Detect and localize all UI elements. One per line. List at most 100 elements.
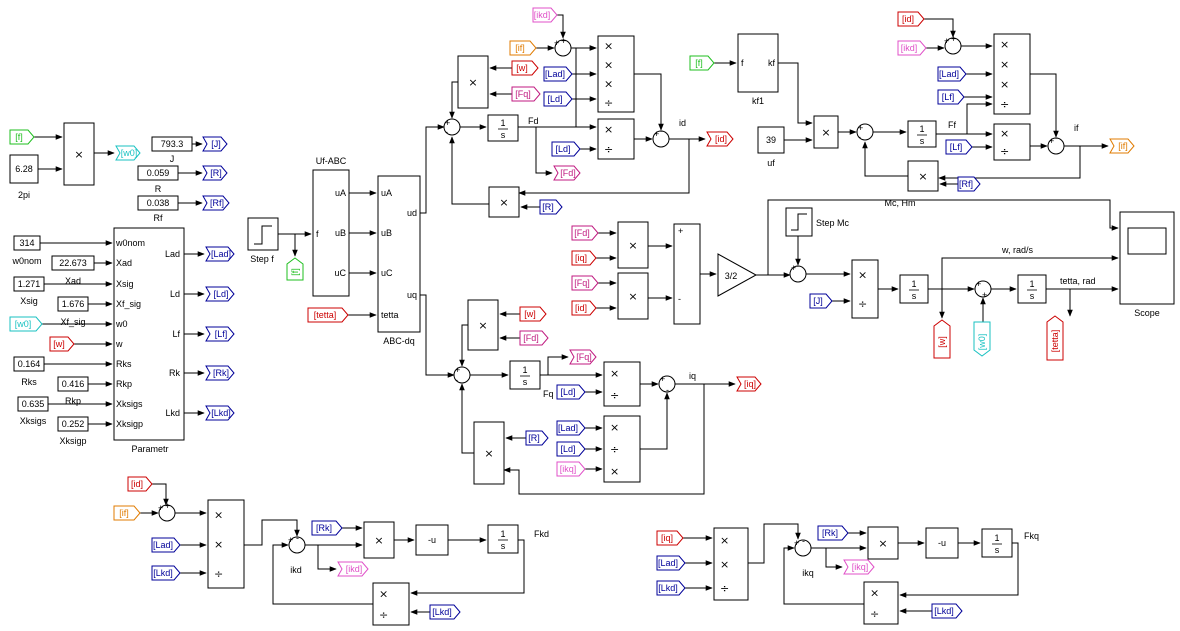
param-constant[interactable] <box>57 416 89 432</box>
product-Lad-Fd[interactable] <box>597 35 635 113</box>
from-Ld[interactable] <box>551 141 581 157</box>
param-constant[interactable] <box>13 276 45 292</box>
from-Rf[interactable] <box>957 176 981 192</box>
goto-param[interactable] <box>205 405 235 421</box>
from-Lad[interactable] <box>656 555 686 571</box>
product-iq-R[interactable] <box>473 421 505 485</box>
from-f[interactable] <box>689 55 715 71</box>
param-constant[interactable] <box>51 255 95 271</box>
sum-iq[interactable] <box>658 375 676 393</box>
from-ikd[interactable] <box>532 7 558 23</box>
integrator-Fkq[interactable] <box>981 528 1013 558</box>
sum-if[interactable] <box>1047 137 1065 155</box>
from-Lkd[interactable] <box>931 603 963 619</box>
from-iq[interactable] <box>656 530 684 546</box>
from-ikd[interactable] <box>897 40 927 56</box>
goto-tetta[interactable] <box>1046 315 1064 361</box>
sum-uf[interactable] <box>856 123 874 141</box>
product-if-Rf[interactable] <box>907 160 939 192</box>
sum-id-ikd[interactable] <box>944 37 962 55</box>
from-Fq[interactable] <box>571 275 599 291</box>
sum-ud[interactable] <box>443 118 461 136</box>
from-w0[interactable] <box>973 321 991 357</box>
sum-uq[interactable] <box>453 366 471 384</box>
from-Lad[interactable] <box>937 66 967 82</box>
from-f[interactable] <box>9 129 35 145</box>
product-Lad-ikq[interactable] <box>603 415 641 483</box>
const-R[interactable] <box>137 165 179 181</box>
goto-Fq[interactable] <box>569 349 597 365</box>
product-kf-uf[interactable] <box>813 115 839 149</box>
from-R[interactable] <box>525 430 549 446</box>
integrator-Fd[interactable] <box>487 114 519 142</box>
from-id[interactable] <box>897 11 925 27</box>
param-constant[interactable] <box>17 396 49 412</box>
goto-ikq[interactable] <box>843 559 875 575</box>
step-mc-block[interactable] <box>785 207 813 237</box>
from-R[interactable] <box>539 199 563 215</box>
product-Fd-iq[interactable] <box>617 221 649 269</box>
from-w[interactable] <box>511 60 539 76</box>
product-Fq-id[interactable] <box>617 272 649 320</box>
sum-id-if[interactable] <box>158 504 176 522</box>
goto-if[interactable] <box>1109 138 1135 154</box>
from-ikq[interactable] <box>556 461 586 477</box>
product-w-Fq[interactable] <box>457 55 489 109</box>
from-Ld[interactable] <box>556 384 586 400</box>
integrator-tetta[interactable] <box>1017 274 1047 304</box>
from-Ld[interactable] <box>556 441 586 457</box>
goto-param[interactable] <box>205 246 235 262</box>
product-2pi-f[interactable] <box>63 122 95 186</box>
from-if[interactable] <box>509 40 537 56</box>
integrator-Fkd[interactable] <box>487 524 519 554</box>
goto-iq[interactable] <box>736 376 762 392</box>
from-w[interactable] <box>519 306 547 322</box>
goto-param[interactable] <box>205 286 235 302</box>
from-Fd[interactable] <box>571 225 599 241</box>
from-id[interactable] <box>127 476 153 492</box>
from-w[interactable] <box>49 336 75 352</box>
from-Ld[interactable] <box>543 91 573 107</box>
param-constant[interactable] <box>13 356 45 372</box>
abc-dq-block[interactable] <box>377 175 421 333</box>
product-ikd-Rk[interactable] <box>363 521 395 559</box>
from-Fd[interactable] <box>519 330 549 346</box>
integrator-Ff[interactable] <box>907 120 937 148</box>
goto-param[interactable] <box>205 365 235 381</box>
from-id[interactable] <box>571 300 597 316</box>
from-Fq[interactable] <box>511 86 541 102</box>
param-constant[interactable] <box>57 296 89 312</box>
from-Rk[interactable] <box>311 520 343 536</box>
const-Rf[interactable] <box>137 195 179 211</box>
product-id-R[interactable] <box>488 186 520 218</box>
sum-torque-block[interactable] <box>673 223 701 325</box>
goto-J[interactable] <box>202 136 228 152</box>
product-Ff-Lf[interactable] <box>993 123 1031 161</box>
from-Lad[interactable] <box>556 420 586 436</box>
product-Fd-Ld[interactable] <box>597 118 635 160</box>
from-Lad[interactable] <box>151 537 181 553</box>
integrator-Fq[interactable] <box>509 360 541 390</box>
integrator-w[interactable] <box>899 274 929 304</box>
param-constant[interactable] <box>13 235 41 251</box>
from-Lf[interactable] <box>945 139 973 155</box>
goto-ikd[interactable] <box>337 561 369 577</box>
from-J[interactable] <box>809 293 833 309</box>
kf1-block[interactable] <box>737 33 779 93</box>
step-f-block[interactable] <box>247 217 279 251</box>
from-tetta[interactable] <box>307 307 349 323</box>
from-w0[interactable] <box>9 316 43 332</box>
goto-Fd[interactable] <box>553 165 581 181</box>
from-if[interactable] <box>113 505 141 521</box>
product-Fkd-Lkd[interactable] <box>372 582 410 626</box>
goto-f-step[interactable] <box>286 257 304 281</box>
goto-w[interactable] <box>933 319 951 359</box>
from-Rk[interactable] <box>817 525 849 541</box>
product-Fq-Ld[interactable] <box>603 361 641 407</box>
goto-w0[interactable] <box>115 145 141 161</box>
product-Lad-Fkd[interactable] <box>207 499 245 589</box>
product-Fkq-Lkd[interactable] <box>863 581 899 625</box>
product-Lad-Ff[interactable] <box>993 33 1031 115</box>
from-Lf[interactable] <box>937 89 965 105</box>
parametr-block[interactable] <box>113 227 185 441</box>
